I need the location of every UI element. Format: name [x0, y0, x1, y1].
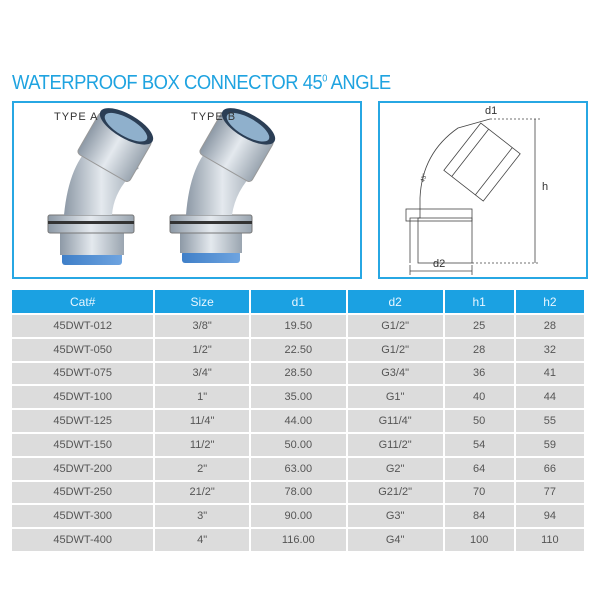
table-cell: G11/2": [347, 433, 443, 456]
technical-drawing-panel: d1 h d2 45°: [378, 101, 588, 279]
table-cell: 77: [515, 481, 584, 504]
column-header: Size: [155, 290, 249, 313]
type-a-connector-image: [47, 108, 154, 265]
table-cell: 50.00: [250, 433, 346, 456]
table-cell: 45DWT-400: [12, 529, 154, 551]
table-cell: G21/2": [347, 481, 443, 504]
table-cell: 45DWT-250: [12, 481, 154, 504]
table-cell: 1/2": [155, 338, 249, 361]
type-b-label: TYPE B: [191, 111, 237, 123]
table-cell: 28: [444, 338, 514, 361]
table-cell: 21/2": [155, 481, 249, 504]
table-cell: G1/2": [347, 338, 443, 361]
d1-label: d1: [485, 105, 498, 117]
table-cell: G1/2": [347, 315, 443, 337]
table-cell: 44.00: [250, 410, 346, 432]
table-cell: 116.00: [250, 529, 346, 551]
table-cell: G4": [347, 529, 443, 551]
table-cell: 63.00: [250, 457, 346, 480]
table-cell: 45DWT-150: [12, 433, 154, 456]
table-cell: 25: [444, 315, 514, 337]
h-label: h: [542, 181, 549, 193]
table-cell: 94: [515, 505, 584, 528]
table-cell: 35.00: [250, 386, 346, 409]
table-cell: 45DWT-200: [12, 457, 154, 480]
table-cell: 11/4": [155, 410, 249, 432]
table-cell: 45DWT-125: [12, 410, 154, 432]
table-cell: 19.50: [250, 315, 346, 337]
column-header: Cat#: [12, 290, 154, 313]
product-photo-panel: TYPE A TYPE B: [12, 101, 362, 279]
table-cell: 44: [515, 386, 584, 409]
connector-photos: [47, 108, 276, 265]
table-cell: 66: [515, 457, 584, 480]
title-suffix: ANGLE: [326, 72, 392, 94]
table-cell: 78.00: [250, 481, 346, 504]
table-cell: 55: [515, 410, 584, 432]
table-cell: 90.00: [250, 505, 346, 528]
column-header: d1: [250, 290, 346, 313]
table-cell: 4": [155, 529, 249, 551]
table-cell: G1": [347, 386, 443, 409]
table-cell: 28: [515, 315, 584, 337]
table-cell: 84: [444, 505, 514, 528]
table-cell: 50: [444, 410, 514, 432]
table-cell: G3": [347, 505, 443, 528]
table-cell: 32: [515, 338, 584, 361]
table-cell: 54: [444, 433, 514, 456]
page-title: WATERPROOF BOX CONNECTOR 450 ANGLE: [12, 72, 391, 95]
table-cell: 64: [444, 457, 514, 480]
table-cell: 3/4": [155, 362, 249, 385]
table-cell: G11/4": [347, 410, 443, 432]
table-cell: G3/4": [347, 362, 443, 385]
table-cell: 45DWT-050: [12, 338, 154, 361]
table-cell: 100: [444, 529, 514, 551]
table-cell: 2": [155, 457, 249, 480]
type-b-connector-image: [169, 108, 276, 263]
table-cell: 36: [444, 362, 514, 385]
column-header: h1: [444, 290, 514, 313]
table-cell: 45DWT-012: [12, 315, 154, 337]
table-cell: 1": [155, 386, 249, 409]
title-text: WATERPROOF BOX CONNECTOR 45: [12, 72, 323, 94]
title-degree: 0: [322, 73, 327, 85]
table-cell: 59: [515, 433, 584, 456]
table-cell: 3/8": [155, 315, 249, 337]
d2-label: d2: [433, 258, 446, 270]
table-cell: 70: [444, 481, 514, 504]
column-header: h2: [515, 290, 584, 313]
table-cell: 28.50: [250, 362, 346, 385]
table-cell: 22.50: [250, 338, 346, 361]
dimension-drawing: [405, 118, 540, 275]
table-cell: 11/2": [155, 433, 249, 456]
column-header: d2: [347, 290, 443, 313]
table-cell: 110: [515, 529, 584, 551]
type-a-label: TYPE A: [54, 111, 99, 123]
table-cell: G2": [347, 457, 443, 480]
table-cell: 45DWT-300: [12, 505, 154, 528]
table-cell: 45DWT-075: [12, 362, 154, 385]
table-cell: 40: [444, 386, 514, 409]
table-cell: 45DWT-100: [12, 386, 154, 409]
table-cell: 41: [515, 362, 584, 385]
table-cell: 3": [155, 505, 249, 528]
